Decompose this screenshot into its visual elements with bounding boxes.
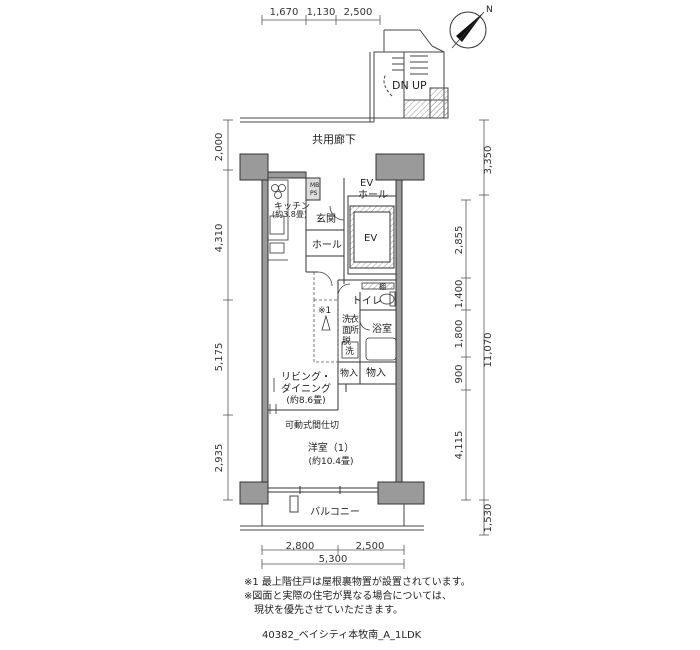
dressing-label-4: 衣 (350, 313, 359, 325)
mb-label: MB (310, 182, 319, 189)
living-label-2: ダイニング (281, 382, 331, 395)
balcony-window (268, 486, 378, 494)
corridor-label: 共用廊下 (312, 132, 356, 146)
ev-label: EV (364, 233, 377, 244)
north-label: N (486, 5, 493, 15)
bottom-dim-2: 2,500 (356, 541, 385, 552)
ev-hall-label-1: EV (360, 178, 373, 189)
shelf-label: 棚 (379, 282, 386, 291)
structural-columns (239, 153, 425, 505)
interior-walls (305, 177, 397, 385)
balcony (240, 495, 424, 531)
western-room-label: 洋室（1） (308, 441, 354, 454)
top-dim-1: 1,670 (270, 7, 299, 18)
north-compass-icon (449, 11, 487, 49)
toilet-label: トイレ (352, 296, 382, 307)
left-dim-4: 2,935 (214, 444, 225, 473)
balcony-label: バルコニー (310, 506, 360, 518)
right-inner-dim-4: 900 (454, 364, 465, 383)
footnote-1: ※1 最上階住戸は屋根裏物置が設置されています。 (244, 577, 471, 588)
hall-label: ホール (312, 239, 342, 251)
stair-down-label: DN (392, 79, 409, 92)
top-dim-3: 2,500 (344, 7, 373, 18)
dressing-label-1: 洗 (342, 313, 351, 325)
door-swings (317, 205, 371, 331)
ps-label: PS (310, 190, 318, 197)
kitchen-size-label: (約3.8畳) (272, 209, 307, 219)
right-inner-dim-5: 4,115 (454, 431, 465, 460)
partition-label: 可動式間仕切 (285, 419, 339, 431)
right-inner-dim-1: 2,855 (454, 226, 465, 255)
left-dim-1: 2,000 (214, 133, 225, 162)
dressing-label-5: 所 (350, 325, 359, 336)
top-dim-2: 1,130 (307, 7, 336, 18)
left-dim-3: 5,175 (214, 343, 225, 372)
right-inner-dim-2: 1,400 (454, 280, 465, 309)
partition-mark (269, 378, 277, 414)
note-mark-label: ※1 (318, 306, 331, 316)
bottom-dimension-lines (261, 545, 405, 569)
stair-up-label: UP (412, 79, 427, 92)
living-walls (268, 384, 347, 411)
washer-label: 洗 (345, 345, 354, 357)
living-label-1: リビング・ (281, 370, 331, 383)
western-room-size-label: (約10.4畳) (308, 455, 353, 467)
stair-area (373, 29, 449, 119)
bath-label: 浴室 (372, 322, 392, 335)
left-dim-2: 4,310 (214, 224, 225, 253)
bottom-dim-total: 5,300 (319, 554, 348, 565)
corridor-edge (240, 52, 375, 123)
living-size-label: (約8.6畳) (286, 394, 325, 406)
footnote-2: ※図面と実際の住宅が異なる場合については、 (244, 591, 452, 602)
right-outer-dim-1: 3,350 (483, 146, 494, 175)
right-outer-dim-2: 11,070 (483, 333, 494, 368)
plan-id: 40382_ベイシティ本牧南_A_1LDK (262, 630, 422, 641)
bottom-dim-1: 2,800 (286, 541, 315, 552)
dressing-label-2: 面 (342, 325, 351, 336)
dashed-outlines (313, 272, 339, 363)
footnote-3: 現状を優先させていただきます。 (244, 605, 403, 616)
kitchen-fixtures (267, 179, 289, 261)
storage-a-label: 物入 (340, 367, 358, 379)
ev-hall-label-2: ホール (358, 189, 388, 201)
right-outer-dim-3: 1,530 (483, 504, 494, 533)
right-dimension-lines (461, 119, 489, 536)
kitchen-label: キッチン (274, 201, 310, 212)
dressing-label-3: 脱 (342, 335, 351, 347)
wet-zone-fixtures (321, 282, 397, 361)
top-dimension-line (261, 15, 381, 25)
right-inner-dim-3: 1,800 (454, 320, 465, 349)
entrance-label: 玄関 (316, 212, 336, 225)
left-dimension-line (223, 119, 233, 501)
storage-b-label: 物入 (366, 366, 386, 379)
footnotes: ※1 最上階住戸は屋根裏物置が設置されています。 ※図面と実際の住宅が異なる場合… (244, 576, 471, 618)
